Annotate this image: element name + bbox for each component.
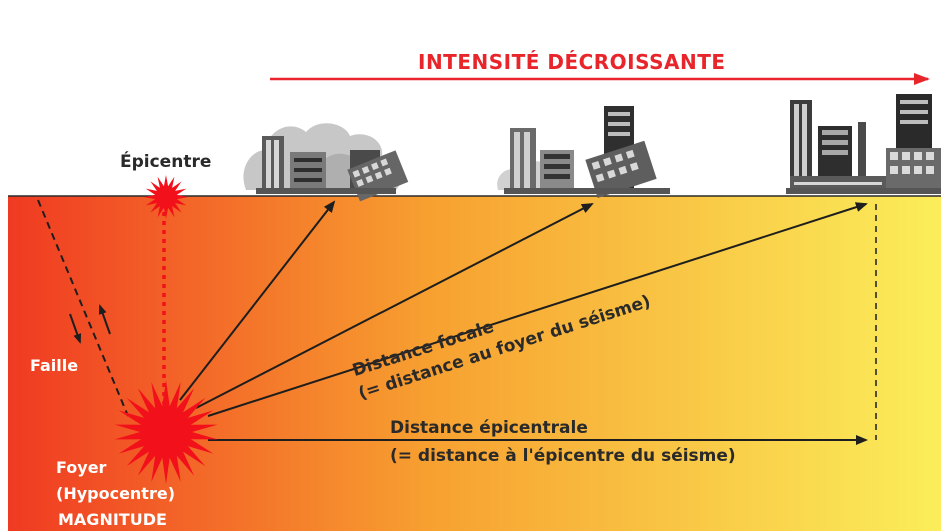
focus-burst [114, 380, 218, 484]
epicentre-burst [144, 175, 188, 219]
focal-ray-2 [195, 203, 594, 409]
magnitude-label: MAGNITUDE [58, 510, 167, 529]
focal-ray-1 [179, 200, 336, 401]
epicentral-distance-note: (= distance à l'épicentre du séisme) [390, 446, 736, 466]
fault-slip-arrow-down [69, 313, 82, 344]
fault-line [37, 199, 129, 417]
buildings-light-damage [786, 94, 941, 194]
buildings-moderate-damage [497, 106, 670, 198]
epicentral-distance-label: Distance épicentrale [390, 418, 588, 438]
fault-slip-arrow-up [98, 304, 111, 335]
intensity-title: INTENSITÉ DÉCROISSANTE [418, 50, 726, 74]
hypocentre-label: (Hypocentre) [56, 484, 176, 503]
fault-label: Faille [30, 356, 79, 375]
focal-distance-arrow [207, 202, 868, 417]
epicentre-label: Épicentre [120, 152, 212, 172]
buildings-heavy-damage [243, 123, 409, 202]
focus-label: Foyer [56, 458, 107, 477]
